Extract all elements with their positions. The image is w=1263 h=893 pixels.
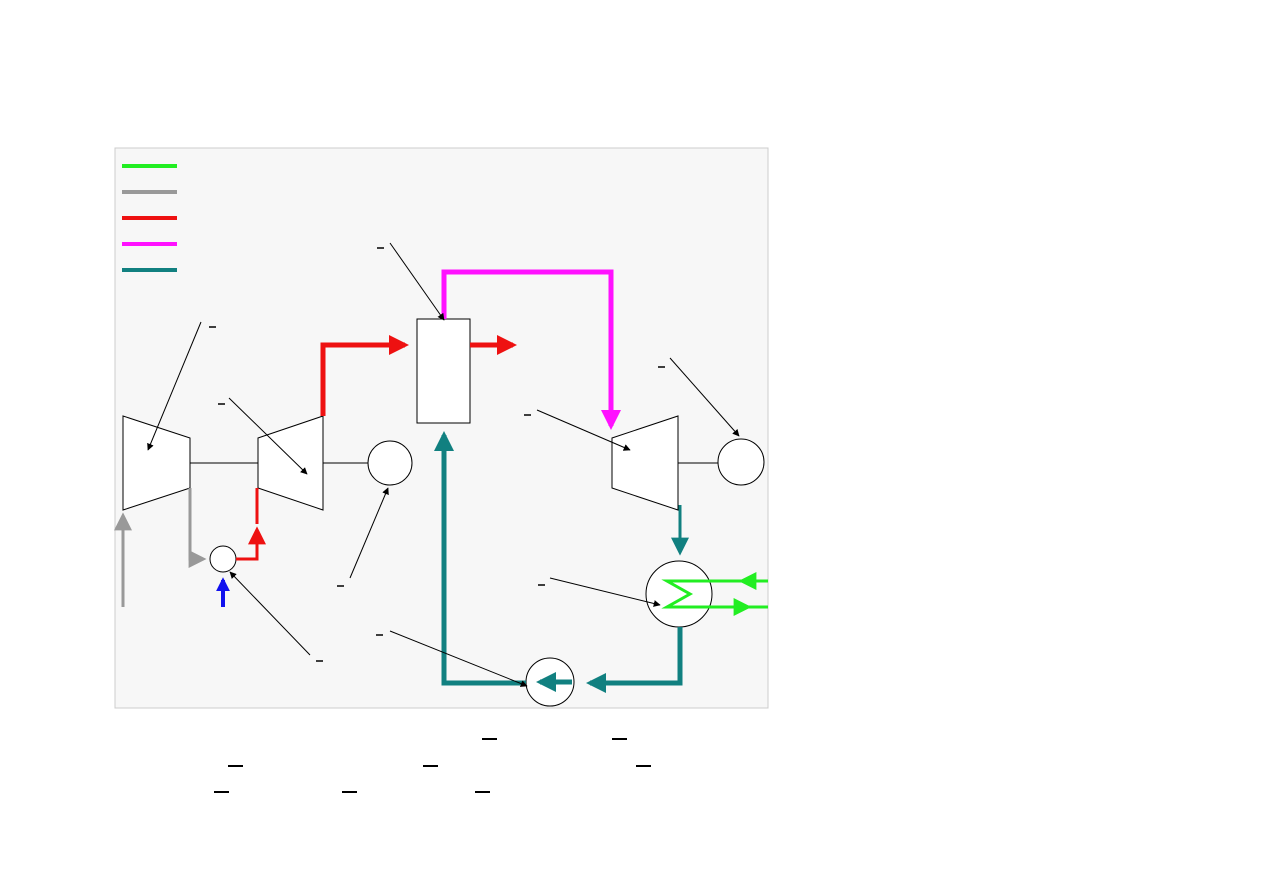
steam-turbine [611, 415, 679, 511]
legend [122, 164, 177, 272]
leader-generator-2 [669, 357, 740, 437]
leader-lines [147, 242, 740, 687]
leader-combustor [229, 571, 311, 656]
combustion-chamber [209, 545, 237, 573]
label-bars [209, 247, 665, 662]
leader-condenser [549, 577, 661, 607]
feedwater-line [434, 431, 526, 686]
generator-1 [367, 440, 413, 486]
condenser [645, 560, 713, 628]
leader-generator-1 [349, 487, 389, 579]
hrsg [416, 318, 471, 424]
condensate-line [586, 627, 683, 693]
leader-pump [389, 630, 528, 687]
exhaust-gas-line [320, 335, 409, 416]
leader-steam-turbine [536, 409, 631, 451]
leader-hrsg [389, 242, 445, 321]
leader-compressor [147, 321, 202, 451]
cooling-water-coil [661, 579, 768, 609]
generator-2 [717, 438, 765, 486]
steam-line [441, 269, 621, 430]
equation-block [214, 738, 651, 793]
hot-gas-line [236, 526, 266, 561]
gas-turbine [257, 415, 324, 511]
leader-gas-turbine [228, 397, 308, 475]
compressed-air-line [188, 488, 207, 568]
